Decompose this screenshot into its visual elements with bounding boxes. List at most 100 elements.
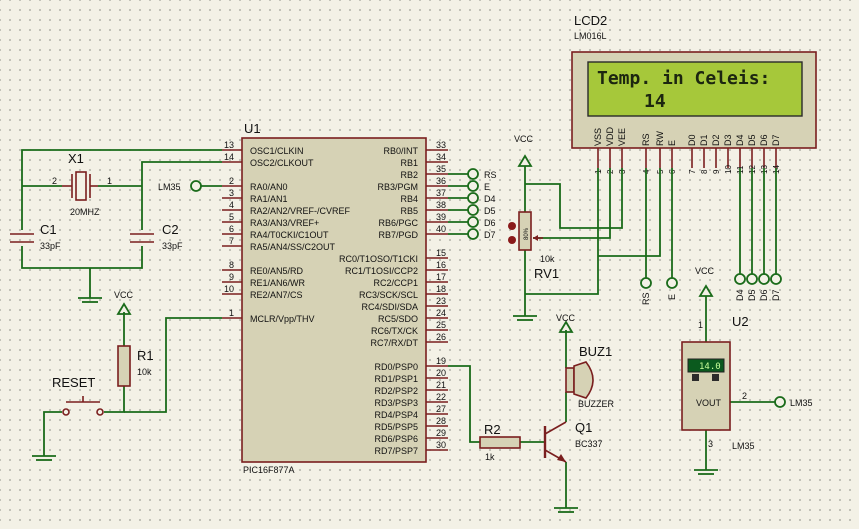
terminal-icon	[758, 273, 770, 285]
reset-button[interactable]: RESET	[52, 375, 104, 416]
mcu-pin-name: RD2/PSP2	[374, 386, 418, 396]
mcu-pin-name: RC4/SDI/SDA	[361, 302, 418, 312]
r1-body	[117, 345, 131, 387]
mcu-u1[interactable]: U1 PIC16F877A 13OSC1/CLKIN14OSC2/CLKOUT2…	[222, 121, 448, 475]
sensor-u2[interactable]: U2 1 14.0 VOUT 2 3 LM35 LM35	[681, 314, 813, 451]
mcu-pin-number: 3	[229, 188, 234, 198]
lcd-pin-number: 9	[712, 169, 721, 174]
r2-value: 1k	[485, 452, 495, 462]
q1-part: BC337	[575, 439, 603, 449]
c2-ref: C2	[162, 222, 179, 237]
u2-up-icon[interactable]	[712, 374, 719, 381]
lcd-line2: 14	[644, 91, 666, 112]
lcd-pin-name: VEE	[617, 128, 627, 146]
buzzer-ref: BUZ1	[579, 344, 612, 359]
mcu-pin-number: 17	[436, 272, 446, 282]
lcd-label-e: E	[667, 294, 677, 300]
mcu-pin-name: RB6/PGC	[378, 218, 418, 228]
mcu-pin-name: MCLR/Vpp/THV	[250, 314, 315, 324]
lcd-pin-name: VDD	[605, 126, 615, 146]
lcd-screen	[587, 61, 803, 117]
resistor-r2[interactable]: R2 1k	[479, 422, 521, 462]
rv1-dec-icon[interactable]	[508, 222, 516, 230]
mcu-pin-name: RA3/AN3/VREF+	[250, 218, 319, 228]
vcc-icon: VCC	[114, 290, 134, 315]
lcd-pin-name: D2	[711, 134, 721, 146]
vcc-icon: VCC	[695, 266, 715, 297]
transistor-q1[interactable]: Q1 BC337	[543, 420, 603, 463]
wire-reset-gnd	[43, 411, 62, 456]
net-label-d5: D5	[484, 206, 496, 216]
u2-down-icon[interactable]	[692, 374, 699, 381]
x1-ref: X1	[68, 151, 84, 166]
terminal-icon	[774, 396, 786, 408]
vcc-label: VCC	[556, 313, 576, 323]
reset-ref: RESET	[52, 375, 95, 390]
lcd-module[interactable]: LCD2 LM016L Temp. in Celeis: 14 VSS1VDD2…	[571, 13, 817, 174]
mcu-pin-number: 27	[436, 404, 446, 414]
wire-rd0	[448, 365, 480, 443]
buzzer-horn-icon	[573, 361, 594, 399]
mcu-part: PIC16F877A	[243, 465, 295, 475]
mcu-pin-number: 21	[436, 380, 446, 390]
mcu-pin-number: 19	[436, 356, 446, 366]
mcu-right-pins: 33RB0/INT34RB135RB236RB3/PGM37RB438RB539…	[339, 140, 448, 456]
mcu-pin-name: RA1/AN1	[250, 194, 288, 204]
mcu-left-pins: 13OSC1/CLKIN14OSC2/CLKOUT2RA0/AN03RA1/AN…	[222, 140, 351, 324]
wire-osc2	[141, 161, 222, 230]
mcu-pin-number: 37	[436, 188, 446, 198]
wire-vss	[525, 168, 599, 295]
mcu-pin-name: RE2/AN7/CS	[250, 290, 303, 300]
reset-contact-right	[96, 408, 104, 416]
mcu-pin-name: RC3/SCK/SCL	[359, 290, 418, 300]
crystal-x1[interactable]: X1 2 1 20MHZ	[52, 151, 112, 217]
terminal-icon	[190, 180, 202, 192]
mcu-body	[241, 137, 427, 463]
c2-value: 33pF	[162, 241, 183, 251]
resistor-r1[interactable]: R1 10k	[117, 345, 154, 387]
lcd-pin-name: E	[667, 140, 677, 146]
potentiometer-rv1[interactable]: 80% 10k RV1	[508, 211, 559, 281]
mcu-pin-name: RA4/T0CKI/C1OUT	[250, 230, 329, 240]
buzzer-buz1[interactable]: BUZ1 BUZZER	[565, 344, 615, 409]
mcu-pin-name: RE1/AN6/WR	[250, 278, 306, 288]
mcu-pin-number: 8	[229, 260, 234, 270]
mcu-pin-name: RA0/AN0	[250, 182, 288, 192]
capacitor-c1[interactable]: C1 33pF	[10, 222, 61, 251]
net-label-d6: D6	[484, 218, 496, 228]
mcu-pin-name: RD1/PSP1	[374, 374, 418, 384]
lcd-pin-number: 7	[688, 169, 697, 174]
mcu-pin-name: RC7/RX/DT	[370, 338, 418, 348]
lcd-pin-name: D3	[723, 134, 733, 146]
lcd-label-d4: D4	[735, 289, 745, 301]
terminal-icon	[467, 168, 479, 180]
rv1-inc-icon[interactable]	[508, 236, 516, 244]
lcd-pin-name: D0	[687, 134, 697, 146]
net-label-lm35-in[interactable]: LM35	[158, 180, 202, 192]
lm35-in-label: LM35	[158, 182, 181, 192]
mcu-pin-number: 15	[436, 248, 446, 258]
mcu-pin-number: 33	[436, 140, 446, 150]
q1-collector	[544, 421, 567, 435]
mcu-pin-name: RD5/PSP5	[374, 422, 418, 432]
terminal-icon	[770, 273, 782, 285]
mcu-pin-name: OSC2/CLKOUT	[250, 158, 314, 168]
mcu-pin-name: RD6/PSP6	[374, 434, 418, 444]
lcd-label-d7: D7	[771, 289, 781, 301]
mcu-pin-number: 20	[436, 368, 446, 378]
terminal-icon	[467, 204, 479, 216]
lcd-pin-number: 8	[700, 169, 709, 174]
ground-icon	[32, 455, 56, 461]
lcd-label-rs: RS	[641, 292, 651, 305]
r2-ref: R2	[484, 422, 501, 437]
mcu-pin-number: 25	[436, 320, 446, 330]
u2-display	[687, 358, 725, 373]
buzzer-part: BUZZER	[578, 399, 615, 409]
capacitor-c2[interactable]: C2 33pF	[130, 222, 183, 251]
terminal-icon	[666, 277, 678, 289]
lcd-pin-name: D4	[735, 134, 745, 146]
mcu-pin-number: 5	[229, 212, 234, 222]
mcu-pin-number: 38	[436, 200, 446, 210]
x1-pin1: 2	[52, 176, 57, 186]
mcu-pin-number: 23	[436, 296, 446, 306]
